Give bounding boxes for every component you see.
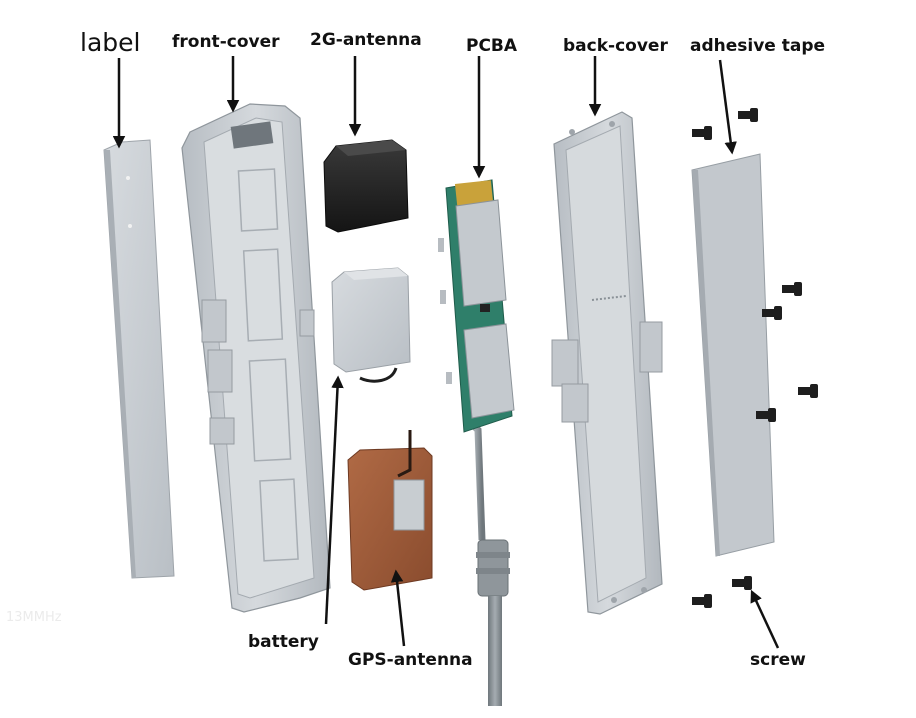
arrow-screw	[752, 592, 778, 648]
cable-part	[468, 420, 510, 706]
screw-top-1-icon	[738, 108, 758, 122]
antenna-2g-title: 2G-antenna	[310, 30, 422, 50]
front-cover-title: front-cover	[172, 32, 280, 52]
back-cover-part	[552, 112, 662, 614]
screw-top-2-icon	[692, 126, 712, 140]
label-title: label	[80, 28, 140, 57]
battery-part	[332, 268, 410, 381]
adhesive-tape-title: adhesive tape	[690, 36, 825, 56]
screw-mid-3-icon	[798, 384, 818, 398]
screw-mid-1-icon	[782, 282, 802, 296]
pcba-part	[438, 180, 514, 432]
screw-bottom-2-icon	[692, 594, 712, 608]
label-strip	[104, 140, 174, 578]
front-cover-part	[182, 104, 330, 612]
watermark: 13MMHz	[6, 610, 62, 625]
battery-title: battery	[248, 632, 319, 652]
gps-antenna-title: GPS-antenna	[348, 650, 473, 670]
screw-bottom-1-icon	[732, 576, 752, 590]
arrow-adhesive-tape	[720, 60, 732, 152]
arrow-battery	[326, 378, 338, 624]
antenna-2g-part	[324, 140, 408, 232]
screw-title: screw	[750, 650, 806, 670]
pcba-title: PCBA	[466, 36, 517, 56]
back-cover-title: back-cover	[563, 36, 668, 56]
gps-antenna-part	[348, 430, 432, 590]
adhesive-tape-part	[692, 154, 774, 556]
